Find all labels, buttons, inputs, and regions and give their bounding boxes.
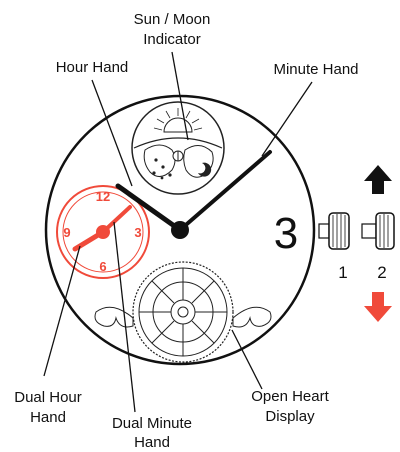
leader-minute-hand [262,82,312,156]
subdial-9: 9 [63,225,70,240]
label-hour-hand: Hour Hand [56,59,129,76]
sun-moon-indicator [132,102,224,194]
label-minute-hand: Minute Hand [273,61,358,78]
dial-numeral-3: 3 [274,209,298,258]
label-dual-hour-line1: Dual Hour [14,389,82,406]
subdial-3: 3 [134,225,141,240]
subdial-6: 6 [99,259,106,274]
label-dual-hour-line2: Hand [30,409,66,426]
label-open-heart-line2: Display [265,408,315,425]
arrow-down-icon [364,292,392,322]
crown-position-2-label: 2 [377,263,386,282]
label-sun-moon-line1: Sun / Moon [134,11,211,28]
label-open-heart-line1: Open Heart [251,388,329,405]
label-dual-minute-line1: Dual Minute [112,415,192,432]
crown-position-1-label: 1 [338,263,347,282]
center-pinion [171,221,189,239]
label-sun-moon-line2: Indicator [143,31,201,48]
leader-hour-hand [92,80,132,186]
sun-icon [164,118,192,132]
arrow-up-icon [364,165,392,194]
label-dual-minute-line2: Hand [134,434,170,451]
subdial-12: 12 [96,189,110,204]
crown-position-1 [319,213,349,249]
crown-position-2 [362,213,394,249]
